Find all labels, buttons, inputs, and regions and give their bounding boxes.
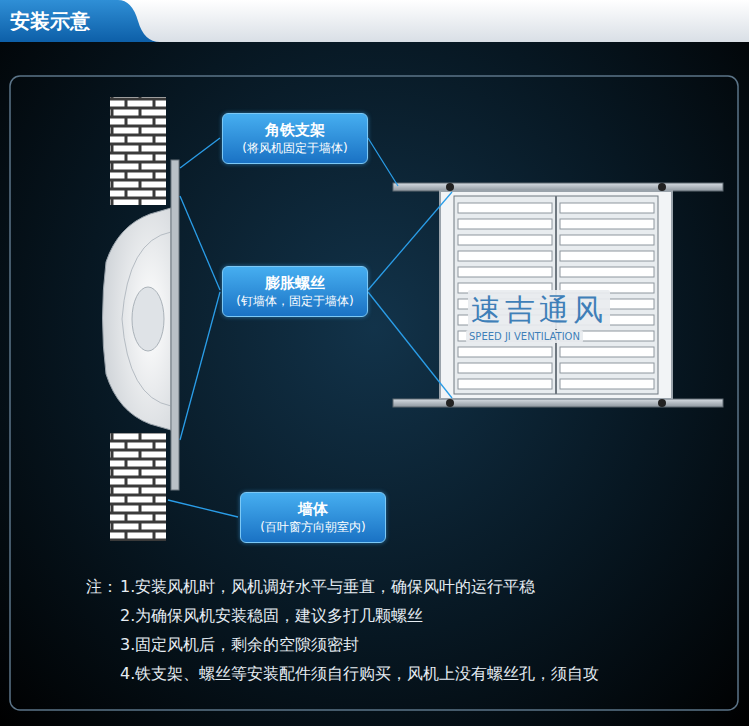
callout-note: (百叶窗方向朝室内) [253, 519, 373, 536]
louver-slat [560, 235, 654, 245]
callout-box: 墙体(百叶窗方向朝室内) [240, 492, 386, 543]
louver-slat [458, 267, 552, 277]
watermark: 速吉通风 [468, 290, 610, 329]
louver-slat [458, 347, 552, 357]
page-title: 安装示意 [10, 8, 90, 35]
louver-slat [458, 235, 552, 245]
louver-slat [560, 379, 654, 389]
note-heading: 注： [86, 577, 118, 598]
louver-slat [458, 219, 552, 229]
callout-heading: 角铁支架 [235, 120, 355, 140]
callout-heading: 墙体 [253, 499, 373, 519]
louver-slat [458, 363, 552, 373]
callout-note: (钉墙体，固定于墙体) [235, 293, 355, 310]
louver-slat [560, 219, 654, 229]
louver-slat [458, 203, 552, 213]
louver-slat [560, 363, 654, 373]
louver-slat [560, 267, 654, 277]
callout-note: (将风机固定于墙体) [235, 140, 355, 157]
louver-slat [560, 347, 654, 357]
callout-heading: 膨胀螺丝 [235, 273, 355, 293]
callout-box: 角铁支架(将风机固定于墙体) [222, 113, 368, 164]
louver-slat [560, 251, 654, 261]
note-line: 4.铁支架、螺丝等安装配件须自行购买，风机上没有螺丝孔，须自攻 [120, 664, 599, 685]
callout-box: 膨胀螺丝(钉墙体，固定于墙体) [222, 266, 368, 317]
louver-slat [458, 251, 552, 261]
note-line: 3.固定风机后，剩余的空隙须密封 [120, 635, 359, 656]
note-line: 1.安装风机时，风机调好水平与垂直，确保风叶的运行平稳 [120, 577, 535, 598]
louver-slat [560, 203, 654, 213]
note-line: 2.为确保风机安装稳固，建议多打几颗螺丝 [120, 606, 423, 627]
watermark: SPEED JI VENTILATION [466, 330, 583, 343]
louver-slat [458, 379, 552, 389]
